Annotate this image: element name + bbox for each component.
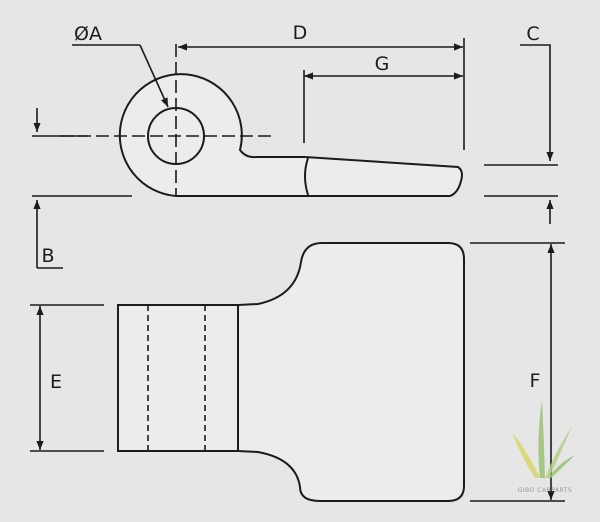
label-f: F [530, 370, 541, 392]
leader-arrow [139, 44, 169, 108]
dimension-g: G [303, 53, 463, 143]
label-g: G [375, 53, 390, 75]
label-b: B [41, 245, 54, 267]
dimension-e: E [30, 304, 104, 452]
watermark-text: GIBO CARPARTS [518, 487, 573, 494]
dimension-d: D [178, 22, 465, 150]
dimension-a: ØA [72, 23, 169, 108]
side-view [60, 44, 463, 197]
grass-blade-icon [545, 426, 572, 478]
front-view [117, 242, 465, 502]
dimension-f: F [470, 242, 565, 502]
dimension-b: B [32, 108, 132, 269]
label-c: C [526, 23, 539, 45]
grass-blade-icon [548, 455, 575, 478]
label-e: E [50, 371, 62, 393]
grass-blade-icon [538, 400, 545, 478]
grass-blade-icon [512, 432, 540, 478]
dimension-c: C [484, 23, 558, 224]
flail-side-outline [118, 73, 463, 197]
label-d: D [293, 22, 308, 44]
flail-front-outline [117, 242, 465, 502]
label-a: ØA [74, 23, 102, 45]
blade-edge-line [304, 157, 309, 196]
watermark-logo: GIBO CARPARTS [512, 400, 575, 494]
